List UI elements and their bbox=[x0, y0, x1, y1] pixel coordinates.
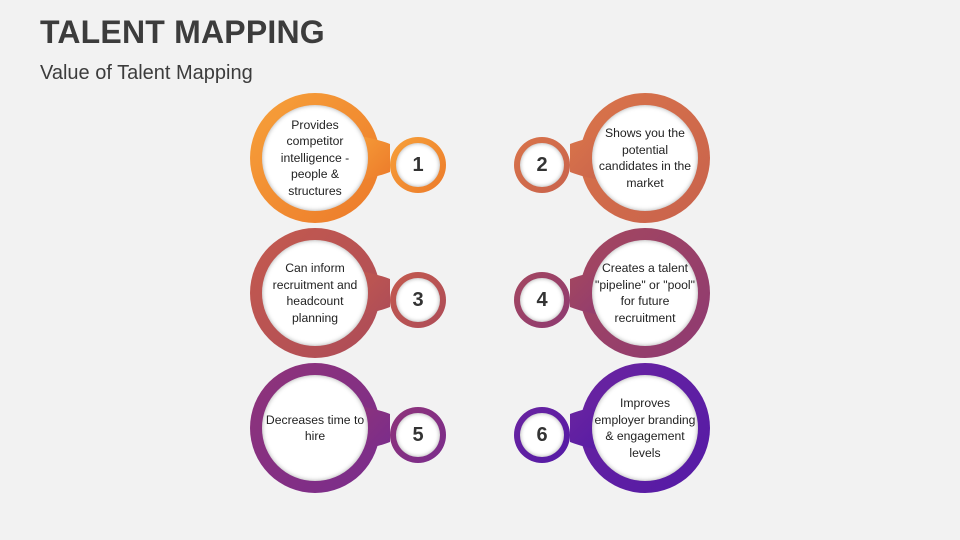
item-3-number: 3 bbox=[412, 288, 424, 311]
item-2-number: 2 bbox=[536, 153, 548, 176]
item-2-text-circle: Shows you the potential candidates in th… bbox=[592, 105, 698, 211]
item-3-number-circle: 3 bbox=[396, 278, 440, 322]
page-title: TALENT MAPPING bbox=[40, 14, 325, 50]
item-6-number-circle: 6 bbox=[520, 413, 564, 457]
item-1-text-circle: Provides competitor intelligence - peopl… bbox=[262, 105, 368, 211]
page-subtitle: Value of Talent Mapping bbox=[40, 62, 253, 84]
item-3-text: Can inform recruitment and headcount pla… bbox=[272, 261, 358, 325]
item-3-text-circle: Can inform recruitment and headcount pla… bbox=[262, 240, 368, 346]
item-5-number-circle: 5 bbox=[396, 413, 440, 457]
item-4-text-circle: Creates a talent "pipeline" or "pool" fo… bbox=[592, 240, 698, 346]
item-6-text: Improves employer branding & engagement … bbox=[594, 396, 696, 460]
item-4-number: 4 bbox=[536, 288, 548, 311]
item-1-number: 1 bbox=[412, 153, 424, 176]
item-1-text: Provides competitor intelligence - peopl… bbox=[280, 117, 350, 198]
item-1-number-circle: 1 bbox=[396, 143, 440, 187]
item-2-number-circle: 2 bbox=[520, 143, 564, 187]
item-4-number-circle: 4 bbox=[520, 278, 564, 322]
item-6-text-circle: Improves employer branding & engagement … bbox=[592, 375, 698, 481]
item-2-text: Shows you the potential candidates in th… bbox=[598, 126, 692, 190]
item-5-text-circle: Decreases time to hire bbox=[262, 375, 368, 481]
item-5-text: Decreases time to hire bbox=[265, 412, 365, 444]
item-6-number: 6 bbox=[536, 423, 548, 446]
item-4-text: Creates a talent "pipeline" or "pool" fo… bbox=[595, 261, 695, 325]
item-5-number: 5 bbox=[412, 423, 424, 446]
